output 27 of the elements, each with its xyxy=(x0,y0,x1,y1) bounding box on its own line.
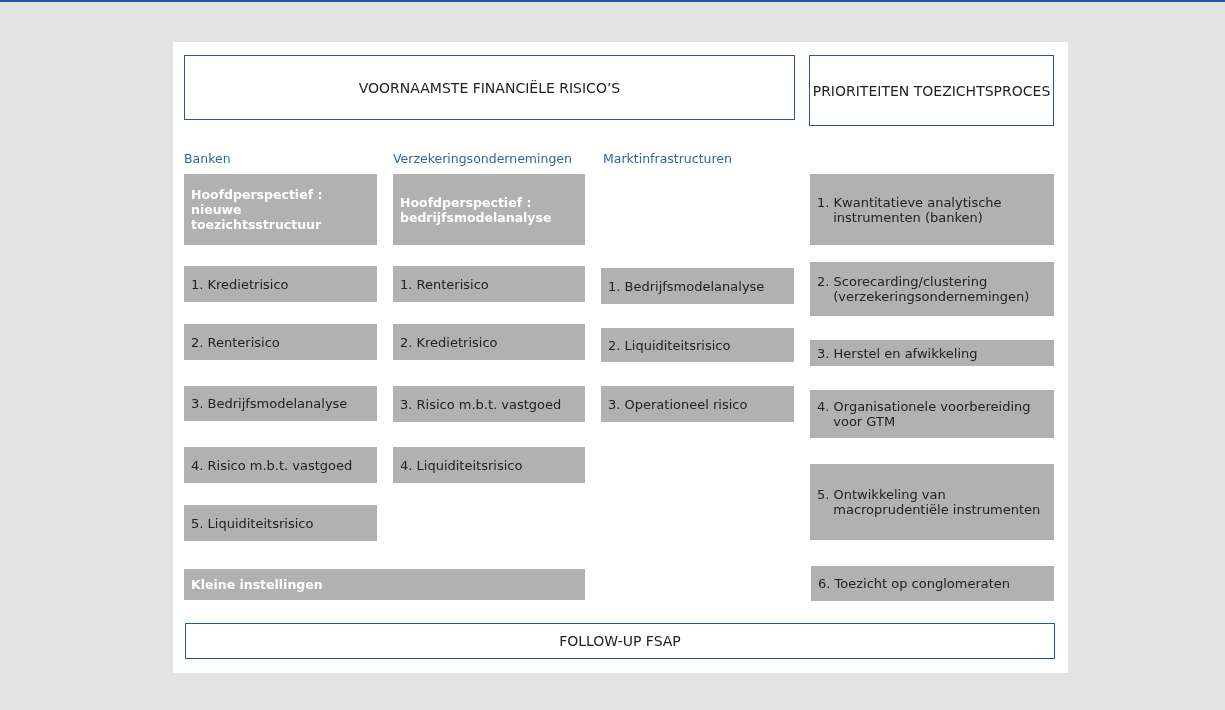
item-box: 2. Liquiditeitsrisico xyxy=(601,328,794,362)
item-box: 4. Risico m.b.t. vastgoed xyxy=(184,447,377,483)
item-box: 2. Scorecarding/clustering (verzekeringsondernemingen) xyxy=(810,262,1054,316)
item-box: 1. Bedrijfsmodelanalyse xyxy=(601,268,794,304)
column-heading: Marktinfrastructuren xyxy=(603,151,732,166)
item-box: 3. Risico m.b.t. vastgoed xyxy=(393,386,585,422)
item-box: 6. Toezicht op conglomeraten xyxy=(811,566,1054,601)
heading-box: VOORNAAMSTE FINANCIËLE RISICO’S xyxy=(184,55,795,120)
heading-box: PRIORITEITEN TOEZICHTSPROCES xyxy=(809,55,1054,126)
item-box: 3. Bedrijfsmodelanalyse xyxy=(184,386,377,421)
category-box: Hoofdperspectief : bedrijfsmodelanalyse xyxy=(393,174,585,245)
item-box: 4. Organisationele voorbereiding voor GTM xyxy=(810,390,1054,438)
item-box: 5. Liquiditeitsrisico xyxy=(184,505,377,541)
item-box: 3. Operationeel risico xyxy=(601,386,794,422)
item-box: 5. Ontwikkeling van macroprudentiële instrumenten xyxy=(810,464,1054,540)
item-box: 1. Kredietrisico xyxy=(184,266,377,302)
column-heading: Banken xyxy=(184,151,231,166)
item-box: 4. Liquiditeitsrisico xyxy=(393,447,585,483)
category-box: Hoofdperspectief : nieuwe toezichtsstructuur xyxy=(184,174,377,245)
item-box: 2. Renterisico xyxy=(184,324,377,360)
item-box: 1. Renterisico xyxy=(393,266,585,302)
column-heading: Verzekeringsondernemingen xyxy=(393,151,572,166)
item-box: 2. Kredietrisico xyxy=(393,324,585,360)
heading-box: FOLLOW-UP FSAP xyxy=(185,623,1055,659)
category-box: Kleine instellingen xyxy=(184,569,585,600)
item-box: 3. Herstel en afwikkeling xyxy=(810,340,1054,366)
item-box: 1. Kwantitatieve analytische instrumenten (banken) xyxy=(810,174,1054,245)
